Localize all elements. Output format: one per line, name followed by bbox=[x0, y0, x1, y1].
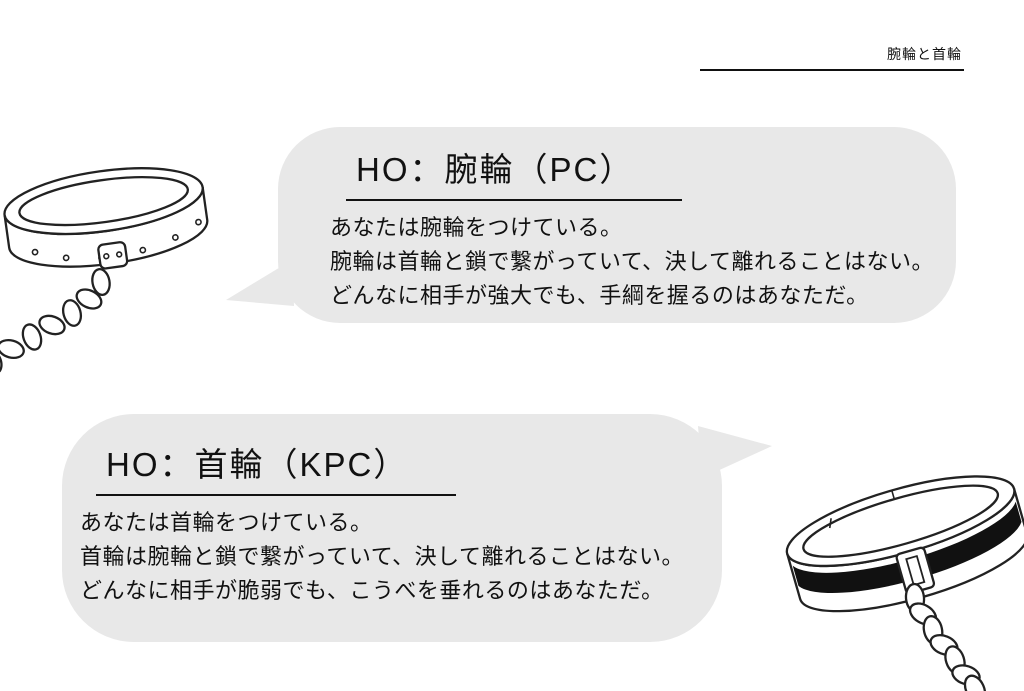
handout-bubble-collar: HO：首輪（KPC） あなたは首輪をつけている。 首輪は腕輪と鎖で繋がっていて、… bbox=[62, 414, 722, 642]
handout-body-bracelet: あなたは腕輪をつけている。 腕輪は首輪と鎖で繋がっていて、決して離れることはない… bbox=[330, 211, 934, 313]
collar-illustration bbox=[762, 446, 1024, 691]
handout-body-collar: あなたは首輪をつけている。 首輪は腕輪と鎖で繋がっていて、決して離れることはない… bbox=[80, 506, 692, 608]
handout-line: 首輪は腕輪と鎖で繋がっていて、決して離れることはない。 bbox=[80, 544, 684, 569]
collar-with-chain-icon bbox=[785, 475, 1024, 691]
bubble-1-tail bbox=[226, 260, 294, 306]
running-head: 腕輪と首輪 bbox=[700, 44, 964, 71]
handout-line: どんなに相手が脆弱でも、こうべを垂れるのはあなただ。 bbox=[80, 578, 664, 603]
handout-title-collar: HO：首輪（KPC） bbox=[96, 438, 457, 496]
bracelet-with-chain-icon bbox=[0, 167, 209, 375]
handout-line: あなたは腕輪をつけている。 bbox=[330, 215, 623, 240]
handout-bubble-bracelet: HO：腕輪（PC） あなたは腕輪をつけている。 腕輪は首輪と鎖で繋がっていて、決… bbox=[278, 127, 956, 323]
handout-line: あなたは首輪をつけている。 bbox=[80, 510, 373, 535]
handout-line: どんなに相手が強大でも、手綱を握るのはあなただ。 bbox=[330, 283, 869, 308]
handout-line: 腕輪は首輪と鎖で繋がっていて、決して離れることはない。 bbox=[330, 249, 934, 274]
handout-title-bracelet: HO：腕輪（PC） bbox=[346, 143, 683, 201]
bracelet-illustration bbox=[0, 116, 240, 375]
running-head-label: 腕輪と首輪 bbox=[887, 46, 962, 62]
